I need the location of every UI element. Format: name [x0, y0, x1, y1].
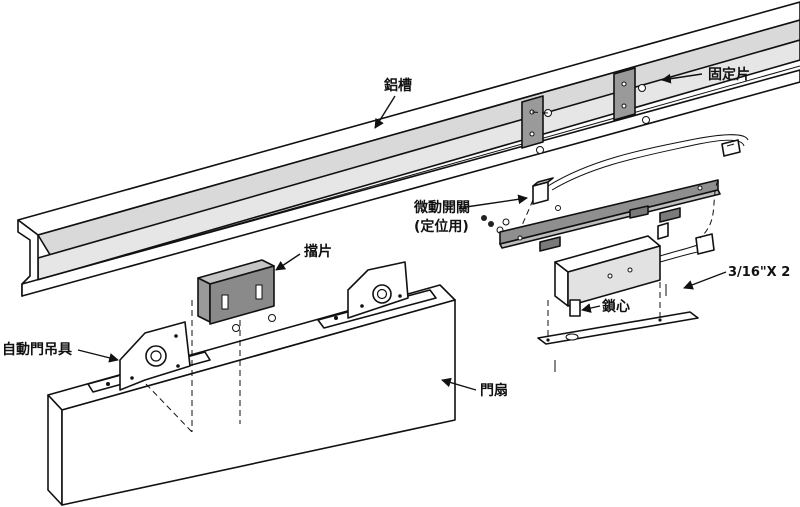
- label-micro-switch: 微動開關: [413, 199, 470, 216]
- door-leaf: [47, 284, 456, 506]
- leader-arrows: [77, 73, 727, 391]
- fixing-plate-right: [613, 67, 650, 124]
- label-fixing-plate: 固定片: [708, 66, 750, 83]
- label-lock-core: 鎖心: [602, 298, 630, 315]
- lock-core-assembly: [554, 179, 719, 317]
- label-positioning: (定位用): [414, 218, 469, 235]
- label-hanger: 自動門吊具: [2, 341, 72, 358]
- door-hanger-left: [87, 300, 241, 433]
- aluminum-track: [17, 1, 800, 297]
- positioning-bar: [499, 179, 721, 252]
- door-hanger-right: [317, 261, 437, 329]
- stopper: [197, 259, 276, 332]
- micro-switch: [519, 134, 749, 231]
- fixing-plate-left: [521, 95, 552, 154]
- lock-base-plate: [537, 282, 699, 372]
- label-stopper: 擋片: [304, 243, 332, 260]
- label-aluminum-track: 鋁槽: [384, 77, 412, 94]
- label-screw-spec: 3/16"X 2: [728, 265, 790, 280]
- switch-screws: [481, 215, 510, 234]
- label-door-leaf: 門扇: [480, 382, 508, 399]
